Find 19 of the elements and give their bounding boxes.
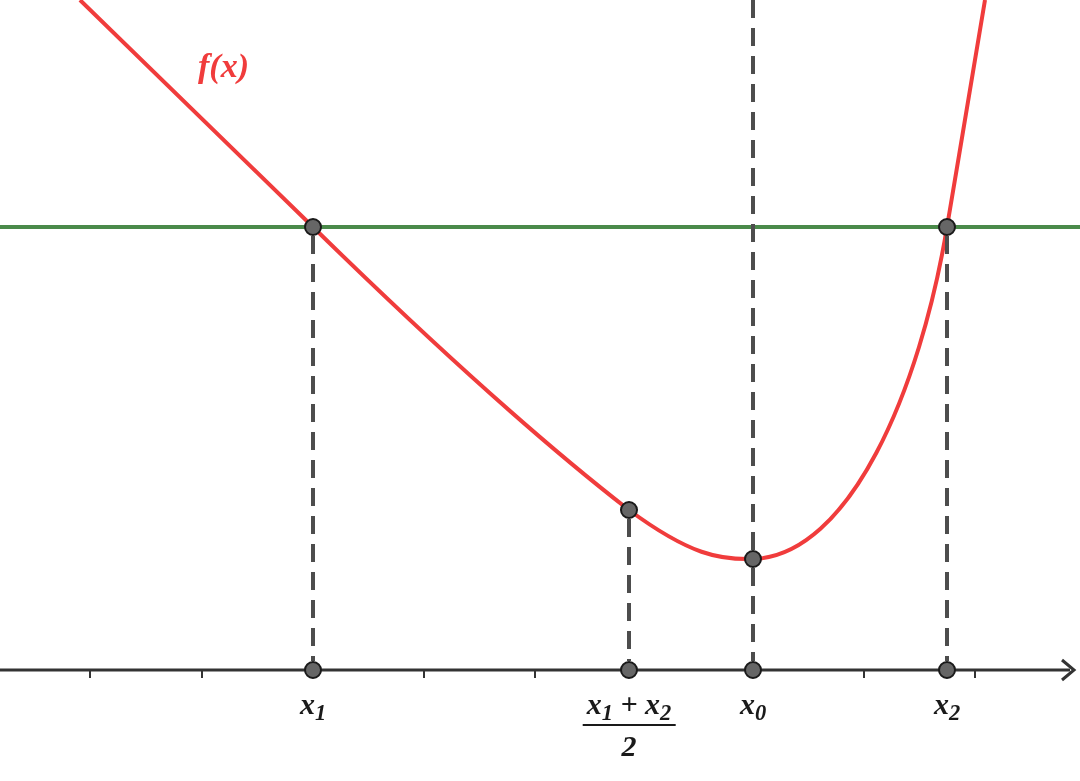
point-label: x$_{1}$: [298, 686, 328, 724]
point: [620, 661, 638, 679]
point-label: x$_{1}$ + x$_{2}$: [582, 684, 676, 726]
dashed-line: [751, 0, 755, 550]
point: [938, 661, 956, 679]
point-label: 2: [620, 728, 638, 764]
point: [744, 661, 762, 679]
dashed-line: [751, 568, 755, 661]
dashed-line: [311, 236, 315, 661]
point-label: x$_{2}$: [932, 686, 962, 724]
point: [620, 501, 638, 519]
point: [304, 218, 322, 236]
point: [744, 550, 762, 568]
point: [304, 661, 322, 679]
function-label: f(x): [198, 46, 249, 86]
dashed-line: [945, 236, 949, 661]
point: [938, 218, 956, 236]
point-label: x$_{0}$: [738, 686, 768, 724]
dashed-line: [627, 519, 631, 661]
